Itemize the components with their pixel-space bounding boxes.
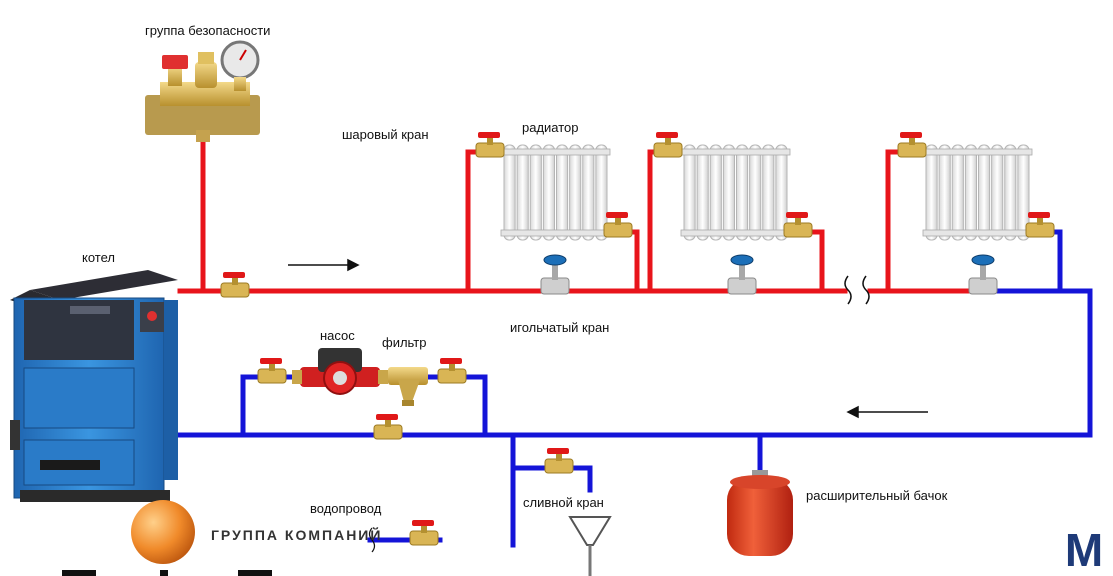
brand-logo-letter: M (1064, 524, 1104, 576)
brand-logo: M (1060, 524, 1108, 576)
needle-valve (968, 254, 998, 295)
pump-label: насос (320, 328, 355, 343)
valve-handle-icon (223, 272, 245, 278)
company-logo-ball (131, 500, 195, 564)
valve-handle-icon (786, 212, 808, 218)
valve-handle-icon (606, 212, 628, 218)
radiators (500, 144, 1033, 241)
filter (388, 367, 428, 406)
expansion-tank (727, 470, 793, 556)
ball-valve (257, 358, 287, 384)
ball-valve (409, 520, 439, 546)
needle-valve-label: игольчатый кран (510, 320, 610, 335)
boiler (10, 270, 178, 502)
radiator-label: радиатор (522, 120, 579, 135)
valve-handle-icon (900, 132, 922, 138)
valve-handle-icon (478, 132, 500, 138)
ball-valve (544, 448, 574, 474)
valve-handle-icon (412, 520, 434, 526)
ball-valve (653, 132, 683, 158)
ball-valve (475, 132, 505, 158)
ball-valves (220, 132, 1055, 546)
valve-handle-icon (1028, 212, 1050, 218)
needle-valve (727, 254, 757, 295)
valve-handle-icon (547, 448, 569, 454)
boiler-label: котел (82, 250, 115, 265)
return-pipes (175, 229, 1093, 548)
safety-group (145, 40, 260, 142)
safety-group-label: группа безопасности (145, 23, 271, 38)
expansion-tank-label: расширительный бачок (806, 488, 948, 503)
pipe-break-mark (368, 527, 376, 553)
pump (292, 348, 388, 395)
ball-valve (220, 272, 250, 298)
company-name: ГРУППА КОМПАНИЙ (211, 527, 383, 543)
valve-handle-icon (376, 414, 398, 420)
flow-arrow-left-icon (846, 405, 928, 419)
radiator (500, 144, 611, 241)
ball-valve (373, 414, 403, 440)
flow-arrow-right-icon (288, 258, 360, 272)
valve-handle-icon (440, 358, 462, 364)
needle-valve (540, 254, 570, 295)
valve-handle-icon (656, 132, 678, 138)
company-logo-fragments (62, 570, 272, 576)
radiator (680, 144, 791, 241)
radiator (922, 144, 1033, 241)
ball-valve (437, 358, 467, 384)
water-supply-label: водопровод (310, 501, 382, 516)
filter-label: фильтр (382, 335, 427, 350)
ball-valve-label: шаровый кран (342, 127, 429, 142)
drain-valve-label: сливной кран (523, 495, 604, 510)
ball-valve (603, 212, 633, 238)
ball-valve (1025, 212, 1055, 238)
needle-valves (540, 254, 998, 295)
drain-funnel (568, 516, 612, 576)
pipe-break-icon (844, 275, 870, 305)
ball-valve (897, 132, 927, 158)
valve-handle-icon (260, 358, 282, 364)
ball-valve (783, 212, 813, 238)
